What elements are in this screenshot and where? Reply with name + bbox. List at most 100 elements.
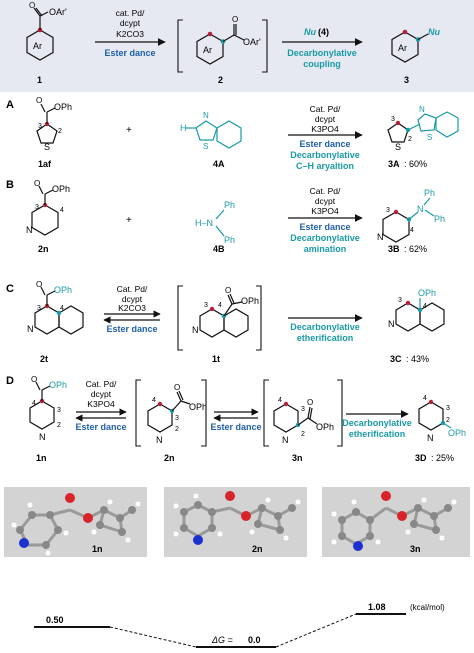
svg-text:OPh: OPh: [189, 402, 207, 412]
svg-text:1af: 1af: [38, 159, 52, 169]
svg-text:K3PO4: K3PO4: [311, 124, 339, 134]
svg-text:: 25%: : 25%: [431, 453, 454, 463]
svg-text:4B: 4B: [213, 244, 225, 254]
a-starting-material: O OPh 3 2 S 1af: [36, 96, 72, 169]
svg-text:2t: 2t: [40, 354, 48, 364]
svg-text:4: 4: [423, 395, 427, 402]
a-arrow: Cat. Pd/ dcypt K3PO4 Ester dance Decarbo…: [288, 104, 363, 171]
svg-text:3B: 3B: [388, 244, 400, 254]
svg-text:S: S: [427, 133, 432, 142]
b-nucleophile: H–N Ph Ph 4B: [195, 200, 235, 254]
svg-text:2: 2: [175, 426, 179, 433]
svg-text:N: N: [203, 111, 209, 120]
svg-text:coupling: coupling: [303, 59, 341, 69]
svg-text:4: 4: [278, 397, 282, 404]
svg-text:C–H aryaltion: C–H aryaltion: [296, 161, 354, 171]
svg-text:K2CO3: K2CO3: [118, 303, 146, 313]
model-2n: 2n: [164, 487, 307, 557]
svg-text:Nu: Nu: [304, 27, 316, 37]
svg-text:3: 3: [391, 116, 395, 123]
svg-text:S: S: [395, 142, 401, 152]
svg-text:2: 2: [446, 417, 450, 424]
svg-text:S: S: [203, 142, 208, 151]
svg-text:4: 4: [60, 305, 64, 312]
top-step2-arrow: Nu (4) Decarbonylative coupling: [282, 27, 363, 69]
svg-text:S: S: [44, 142, 50, 152]
svg-text:Ester dance: Ester dance: [106, 324, 157, 334]
svg-text:Ph: Ph: [424, 188, 435, 198]
b-arrow: Cat. Pd/ dcypt K3PO4 Ester dance Decarbo…: [288, 186, 363, 254]
svg-text:2: 2: [57, 422, 61, 429]
b-starting-material: O OPh 3 4 N 2n: [26, 179, 70, 254]
svg-text:3: 3: [386, 207, 390, 214]
svg-text:N: N: [427, 433, 434, 443]
svg-text:dcypt: dcypt: [120, 18, 141, 28]
svg-text:amination: amination: [304, 244, 347, 254]
svg-text:3: 3: [37, 305, 41, 312]
svg-text:2: 2: [408, 136, 412, 143]
c-product: OPh 3 4 N 3C : 43%: [388, 288, 445, 364]
svg-text:Nu: Nu: [428, 27, 440, 37]
svg-text:3: 3: [38, 123, 42, 130]
d-arrow2: Ester dance: [210, 408, 262, 432]
svg-text:cat. Pd/: cat. Pd/: [116, 8, 145, 18]
svg-text:Decarbonylative: Decarbonylative: [287, 48, 357, 58]
svg-text:4: 4: [32, 400, 36, 407]
section-d-tag: D: [6, 375, 14, 387]
svg-text:4: 4: [152, 397, 156, 404]
svg-text:O: O: [34, 179, 40, 188]
svg-text:4A: 4A: [213, 159, 225, 169]
svg-text:+: +: [126, 125, 132, 136]
svg-text:Ph: Ph: [224, 200, 235, 210]
c-arrow: Decarbonylative etherification: [288, 314, 363, 343]
svg-text:OAr': OAr': [49, 7, 67, 17]
svg-text:O: O: [36, 96, 42, 105]
svg-text:Decarbonylative: Decarbonylative: [290, 233, 360, 243]
d-intermediate1: O OPh 4 3 2 N 2n: [135, 379, 207, 463]
svg-text:O: O: [225, 286, 231, 295]
svg-text:Ester dance: Ester dance: [210, 422, 261, 432]
svg-text:O: O: [174, 383, 180, 392]
svg-text:O: O: [232, 15, 238, 24]
svg-text:2n: 2n: [38, 244, 49, 254]
svg-text:dcypt: dcypt: [315, 114, 336, 124]
svg-text:OPh: OPh: [52, 184, 70, 194]
svg-text:4: 4: [410, 227, 414, 234]
svg-text:2: 2: [218, 75, 223, 85]
d-starting-material: O OPh 4 3 2 N 1n: [29, 375, 67, 463]
svg-text:N: N: [39, 432, 46, 442]
energy-2n: 0.0: [248, 635, 261, 645]
svg-text:dcypt: dcypt: [91, 389, 112, 399]
a-product: 3 2 S N S 3A : 60%: [387, 105, 459, 169]
svg-text:N: N: [282, 435, 289, 445]
svg-text:OPh: OPh: [316, 422, 334, 432]
svg-text:etherification: etherification: [297, 333, 354, 343]
d-arrow3: Decarbonylative etherification: [342, 410, 412, 439]
svg-text:N: N: [156, 435, 163, 445]
svg-text:2: 2: [301, 431, 305, 438]
svg-text:2n: 2n: [252, 544, 263, 554]
c-intermediate: O OPh 3 4 N 1t: [177, 285, 262, 364]
svg-text:3C: 3C: [390, 354, 402, 364]
svg-text:N: N: [192, 325, 199, 335]
svg-text:3: 3: [204, 302, 208, 309]
section-a-tag: A: [6, 99, 14, 111]
section-b-tag: B: [6, 179, 14, 191]
svg-text:3: 3: [35, 204, 39, 211]
svg-text:(4): (4): [318, 27, 329, 37]
svg-text:3A: 3A: [388, 159, 400, 169]
svg-text:OAr': OAr': [243, 37, 261, 47]
svg-text:O: O: [29, 1, 35, 10]
svg-text:1n: 1n: [36, 453, 47, 463]
svg-text:4: 4: [218, 302, 222, 309]
top-step1-arrow: cat. Pd/ dcypt K2CO3 Ester dance: [95, 8, 166, 58]
energy-unit: (kcal/mol): [410, 603, 445, 612]
d-product: OPh 4 3 2 N 3D : 25%: [415, 395, 466, 463]
svg-text:O: O: [31, 375, 37, 384]
svg-text:N: N: [388, 319, 395, 329]
model-1n: 1n: [4, 487, 147, 557]
model-3n: 3n: [322, 487, 470, 557]
energy-3n: 1.08: [368, 602, 386, 612]
svg-text:3: 3: [398, 297, 402, 304]
svg-text:Decarbonylative: Decarbonylative: [290, 322, 360, 332]
